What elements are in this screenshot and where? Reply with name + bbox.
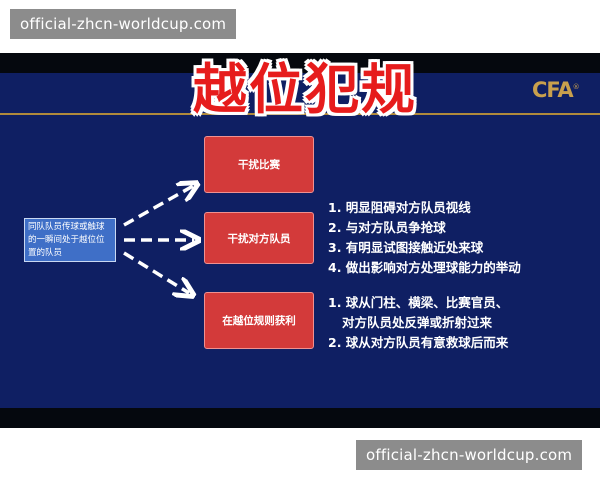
watermark-top: official-zhcn-worldcup.com — [10, 9, 237, 39]
box-gaining-advantage: 在越位规则获利 — [204, 292, 314, 349]
cfa-logo: CFA® — [532, 78, 580, 102]
top-black-band — [0, 53, 600, 73]
arrow-to-interfering-play — [123, 186, 193, 227]
list-item: 1. 明显阻碍对方队员视线 — [328, 200, 471, 215]
arrow-to-gaining-advantage — [123, 251, 189, 293]
list-item: 3. 有明显试图接触近处来球 — [328, 240, 484, 255]
list-item: 1. 球从门柱、横梁、比赛官员、 — [328, 295, 509, 310]
cfa-logo-text: CFA — [532, 78, 574, 102]
box-interfering-with-play: 干扰比赛 — [204, 136, 314, 193]
watermark-bottom: official-zhcn-worldcup.com — [356, 440, 583, 470]
slide-title: 越位犯规 — [193, 58, 417, 121]
interfering-opponent-list: 1. 明显阻碍对方队员视线 2. 与对方队员争抢球 3. 有明显试图接触近处来球… — [328, 198, 521, 278]
bottom-black-band — [0, 408, 600, 428]
list-item: 4. 做出影响对方处理球能力的举动 — [328, 260, 521, 275]
list-item: 2. 与对方队员争抢球 — [328, 220, 446, 235]
box-interfering-with-opponent: 干扰对方队员 — [204, 212, 314, 264]
dashed-arrows — [123, 53, 600, 428]
gold-divider-line — [0, 113, 600, 115]
offside-player-box: 同队队员传球或触球的一瞬间处于越位位置的队员 — [24, 218, 116, 262]
presentation-slide: 越位犯规 CFA® 同队队员传球或触球的一瞬间处于越位位置的队员 干扰比赛 干扰… — [0, 53, 600, 428]
gaining-advantage-list: 1. 球从门柱、横梁、比赛官员、 对方队员处反弹或折射过来 2. 球从对方队员有… — [328, 293, 508, 353]
registered-mark: ® — [572, 83, 580, 91]
list-item: 2. 球从对方队员有意救球后而来 — [328, 335, 509, 350]
list-item: 对方队员处反弹或折射过来 — [342, 315, 493, 330]
